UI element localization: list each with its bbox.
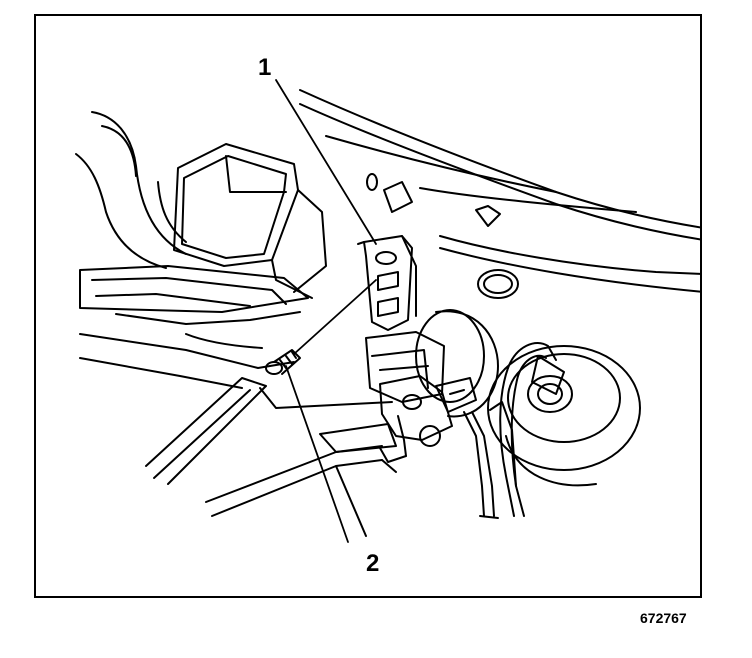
left-fender — [76, 112, 186, 268]
figure-id: 672767 — [640, 610, 687, 626]
leader-line-1 — [276, 80, 376, 244]
technical-illustration — [36, 16, 702, 598]
bolt — [266, 350, 300, 374]
horn-assembly — [366, 310, 498, 462]
right-horn — [488, 346, 640, 485]
tray — [80, 266, 308, 388]
leader-lines — [276, 80, 376, 542]
diagram-frame: 1 2 — [34, 14, 702, 598]
body-holes — [367, 174, 518, 298]
callout-2-label: 2 — [366, 550, 380, 577]
callout-1-label: 1 — [258, 54, 272, 81]
mounting-bracket — [358, 236, 416, 330]
leader-line-2 — [286, 366, 348, 542]
horn-tube — [500, 343, 564, 516]
lower-rail — [146, 378, 396, 536]
bolt-axis-line — [294, 280, 376, 354]
upper-body-panel — [300, 90, 702, 292]
